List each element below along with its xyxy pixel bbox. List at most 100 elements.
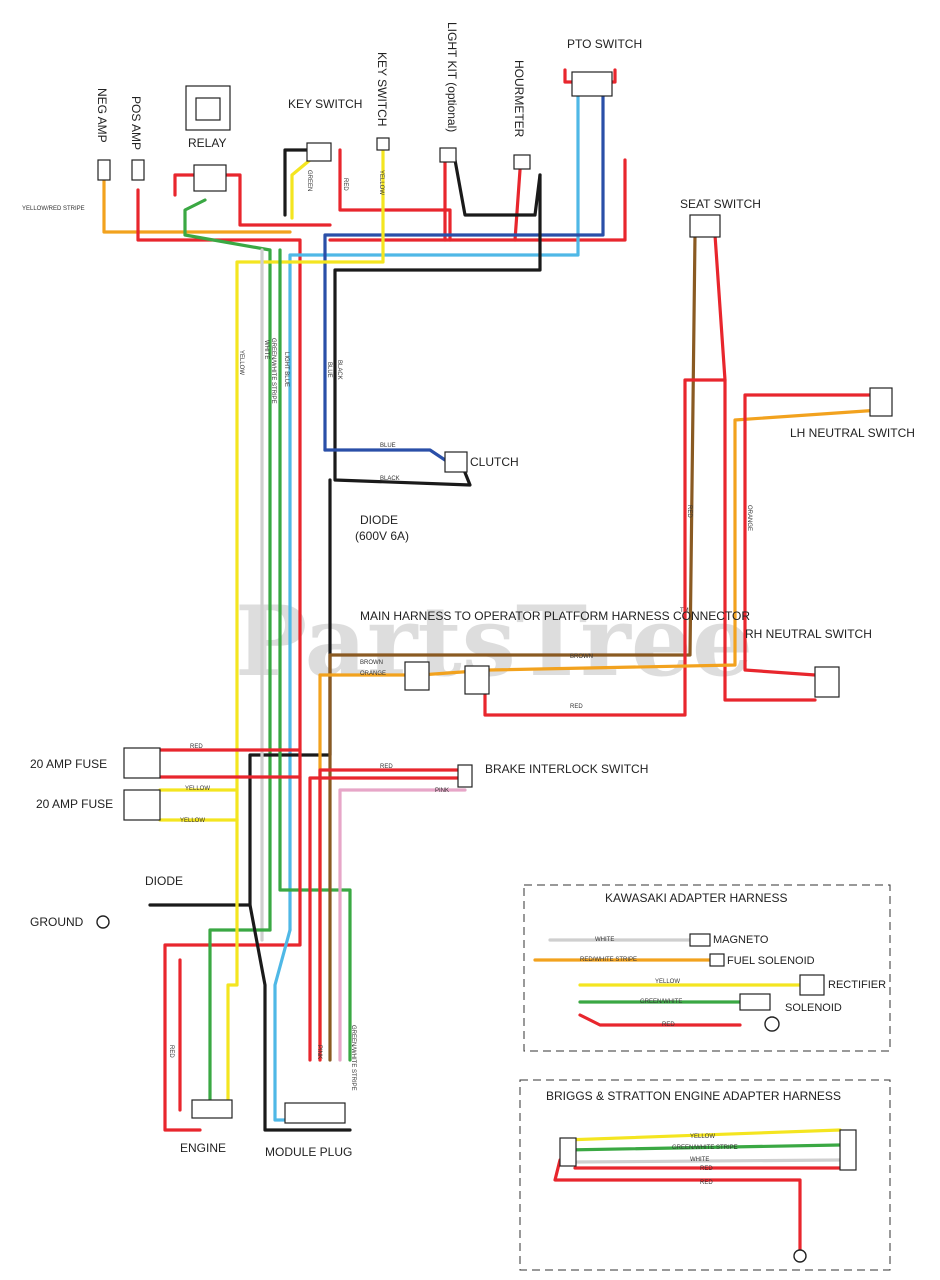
wire-key-yellow xyxy=(290,158,312,220)
key-switch-label: KEY SWITCH xyxy=(288,97,362,111)
briggs-adapter-panel: BRIGGS & STRATTON ENGINE ADAPTER HARNESS… xyxy=(519,1079,891,1271)
wire-label-red-brake: RED xyxy=(380,764,393,770)
watermark: PartsTree xyxy=(235,585,753,698)
wire-label-yellow-fuse: YELLOW xyxy=(185,786,210,792)
lh-neutral-switch-symbol xyxy=(869,387,893,417)
kw-rectifier: RECTIFIER xyxy=(828,979,886,991)
seat-switch-symbol xyxy=(689,214,721,238)
wire-label-yellow-red: YELLOW/RED STRIPE xyxy=(22,206,85,212)
wire-label-green: GREEN xyxy=(306,170,312,191)
wire-black-top xyxy=(453,158,542,217)
lh-neutral-switch-label: LH NEUTRAL SWITCH xyxy=(790,426,915,440)
key-switch-symbol xyxy=(306,142,332,162)
kw-solenoid: SOLENOID xyxy=(785,1002,842,1014)
light-kit-plug xyxy=(439,147,457,163)
wire-label-black-clutch: BLACK xyxy=(380,476,400,482)
wire-label-blue: BLUE xyxy=(326,362,332,378)
wire-neg-amp xyxy=(102,178,292,234)
neg-amp-terminal xyxy=(97,159,111,181)
wire-brake-red xyxy=(318,768,462,1062)
wire-red-bus xyxy=(328,158,627,242)
wire-label-white: WHITE xyxy=(263,340,269,359)
kw-wire-red xyxy=(578,1013,742,1027)
wire-label-yellow-vert: YELLOW xyxy=(238,350,244,375)
pos-amp-terminal xyxy=(131,159,145,181)
briggs-title: BRIGGS & STRATTON ENGINE ADAPTER HARNESS xyxy=(546,1089,841,1103)
diode-mid-rating: (600V 6A) xyxy=(355,529,409,543)
bs-label-white: WHITE xyxy=(690,1157,709,1163)
rh-neutral-switch-symbol xyxy=(814,666,840,698)
wire-label-greenwhite: GREEN/WHITE STRIPE xyxy=(270,338,276,404)
wire-label-orange: ORANGE xyxy=(360,671,386,677)
wire-label-yellow-key: YELLOW xyxy=(378,170,384,195)
wire-label-red-key: RED xyxy=(342,178,348,191)
rh-neutral-switch-label: RH NEUTRAL SWITCH xyxy=(745,627,872,641)
bs-wire-yellow xyxy=(563,1128,842,1142)
wire-label-brown: BROWN xyxy=(360,660,383,666)
kw-label-greenwhite: GREEN/WHITE xyxy=(640,999,682,1005)
kawasaki-adapter-panel: KAWASAKI ADAPTER HARNESS WHITE RED/WHITE… xyxy=(523,884,891,1052)
wire-black-trunk xyxy=(333,173,542,487)
wire-brake-red2 xyxy=(308,776,462,1062)
wire-module-black xyxy=(248,903,352,1132)
module-plug-label: MODULE PLUG xyxy=(265,1145,352,1159)
wire-seat-brown xyxy=(328,233,697,1062)
wire-greenwhite-main xyxy=(278,248,352,1062)
bs-label-red2: RED xyxy=(700,1180,713,1186)
seat-switch-label: SEAT SWITCH xyxy=(680,197,761,211)
fuse-20a-bottom xyxy=(123,789,161,821)
hourmeter-label: HOURMETER xyxy=(512,60,526,138)
wire-label-black: BLACK xyxy=(336,360,342,380)
wire-hourmeter-red xyxy=(513,168,522,242)
fuse-20a-top xyxy=(123,747,161,779)
clutch-label: CLUTCH xyxy=(470,455,519,469)
kw-fuel-solenoid: FUEL SOLENOID xyxy=(727,955,815,967)
wire-engine-green xyxy=(208,928,272,1107)
wire-label-red-right: RED xyxy=(570,704,583,710)
engine-connector xyxy=(191,1099,233,1119)
wire-label-brown-right: BROWN xyxy=(570,654,593,660)
wire-relay-red xyxy=(173,173,332,227)
fuse-20a-bottom-label: 20 AMP FUSE xyxy=(36,797,113,811)
wire-label-red-seat: RED xyxy=(686,505,692,518)
key-switch-plug xyxy=(376,137,390,151)
pto-switch-label: PTO SWITCH xyxy=(567,37,642,51)
diode-low-label: DIODE xyxy=(145,874,183,888)
wire-engine-yellow xyxy=(226,818,239,1107)
fuse-20a-top-label: 20 AMP FUSE xyxy=(30,757,107,771)
kw-label-red: RED xyxy=(662,1022,675,1028)
pto-switch-symbol xyxy=(571,71,613,97)
ground-terminal xyxy=(96,915,110,929)
kawasaki-title: KAWASAKI ADAPTER HARNESS xyxy=(605,891,788,905)
bs-label-greenwhite: GREEN/WHITE STRIPE xyxy=(672,1145,738,1151)
wire-seat-red2 xyxy=(723,378,817,702)
kw-label-redwhite: RED/WHITE STRIPE xyxy=(580,957,637,963)
wire-label-blue-clutch: BLUE xyxy=(380,443,396,449)
relay-label: RELAY xyxy=(188,136,226,150)
key-switch-vertical-label: KEY SWITCH xyxy=(375,52,389,126)
clutch-symbol xyxy=(444,451,468,473)
wire-label-pink: PINK xyxy=(435,788,449,794)
brake-interlock-label: BRAKE INTERLOCK SWITCH xyxy=(485,762,648,776)
wire-label-orange-lh: ORANGE xyxy=(746,505,752,531)
kw-label-yellow: YELLOW xyxy=(655,979,680,985)
wire-pto-lightblue xyxy=(288,88,580,932)
wire-key-yellow-vert xyxy=(235,148,385,822)
wire-seat-red xyxy=(483,233,727,717)
wire-engine-red xyxy=(163,558,302,1132)
relay-symbol xyxy=(185,85,231,192)
bs-wire-green xyxy=(563,1143,842,1152)
hourmeter-plug xyxy=(513,154,531,170)
wire-label-yellow-fuse2: YELLOW xyxy=(180,818,205,824)
pos-amp-label: POS AMP xyxy=(129,96,143,150)
wire-label-red-fuse: RED xyxy=(190,744,203,750)
wire-label-pink-module: PINK xyxy=(316,1045,322,1059)
wire-clutch-blue xyxy=(323,448,447,462)
kw-magneto: MAGNETO xyxy=(713,934,769,946)
bs-wire-red xyxy=(553,1158,802,1252)
wire-pto-blue xyxy=(323,88,605,452)
wire-lh-orange xyxy=(318,408,882,1062)
bs-label-red1: RED xyxy=(700,1166,713,1172)
wire-relay-green xyxy=(183,198,272,932)
